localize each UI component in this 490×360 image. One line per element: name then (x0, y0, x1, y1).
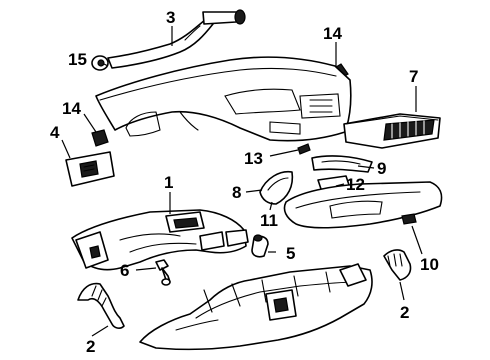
callout-5: 5 (286, 244, 295, 263)
callout-3: 3 (166, 8, 175, 27)
callout-6: 6 (120, 261, 129, 280)
part-instrument-panel (95, 56, 352, 142)
part-defroster-duct (107, 9, 246, 69)
callout-11: 11 (260, 211, 278, 230)
part-hose-left (77, 282, 125, 329)
callout-13: 13 (244, 149, 263, 168)
callout-7: 7 (409, 67, 418, 86)
part-small-vent (259, 170, 294, 205)
callout-14-upper: 14 (323, 24, 342, 43)
part-clip-10 (401, 213, 417, 225)
part-hose-right (383, 249, 412, 281)
part-elbow-connector (251, 234, 269, 258)
part-vent-housing (343, 113, 441, 149)
callout-10: 10 (420, 255, 439, 274)
callout-1: 1 (164, 173, 173, 192)
callout-8: 8 (232, 183, 241, 202)
callout-14-lower: 14 (62, 99, 81, 118)
callout-4: 4 (50, 123, 60, 142)
callout-9: 9 (377, 159, 386, 178)
callout-12: 12 (346, 175, 365, 194)
part-trim-panel (311, 155, 373, 173)
leader-lines (61, 26, 423, 337)
part-support-frame (139, 263, 373, 351)
callout-labels: 3 15 14 7 14 4 13 9 12 8 11 1 5 6 10 2 2 (50, 8, 439, 356)
callout-2-left: 2 (86, 337, 95, 356)
part-screw (155, 259, 171, 286)
part-switch-module (65, 151, 115, 187)
part-air-duct (71, 209, 249, 271)
callout-15: 15 (68, 50, 87, 69)
part-fastener-13 (297, 143, 311, 155)
part-clip-lower (91, 129, 109, 147)
part-knob (91, 55, 109, 71)
callout-2-right: 2 (400, 303, 409, 322)
